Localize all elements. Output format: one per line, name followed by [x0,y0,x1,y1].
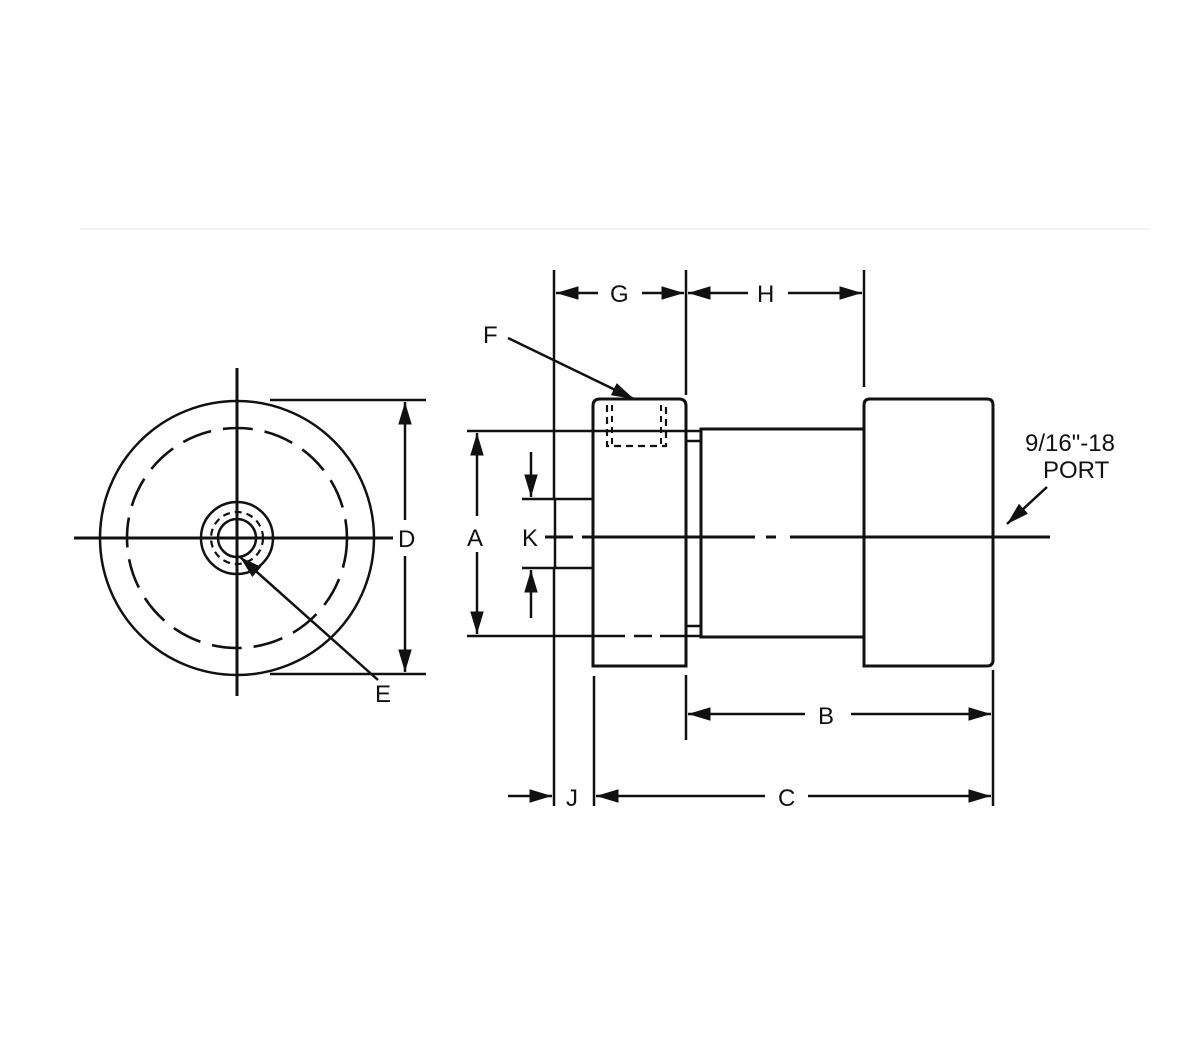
barrel-body [699,427,866,639]
end-view: D E [74,368,426,708]
label-f: F [483,322,498,349]
end-cap-body [862,397,995,668]
label-b: B [818,703,834,730]
label-h: H [757,281,774,308]
label-e: E [375,681,391,708]
port-leader [1006,486,1048,525]
label-d: D [398,526,415,553]
e-leader [239,556,379,681]
label-g: G [610,281,629,308]
label-a: A [467,525,483,552]
label-c: C [778,785,795,812]
neck-ring [684,439,703,628]
f-leader [507,336,635,401]
label-k: K [522,525,538,552]
label-j: J [566,785,578,812]
flange-body [591,397,688,668]
port-f-hidden [605,405,668,448]
port-callout-line2: PORT [1043,457,1110,484]
side-view: A K G H F B C [467,270,1115,812]
port-callout-line1: 9/16"-18 [1025,430,1115,457]
